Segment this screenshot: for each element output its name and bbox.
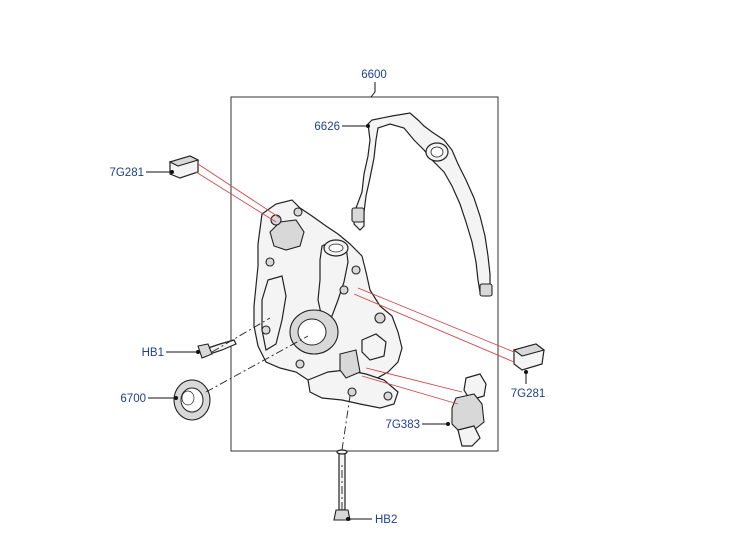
leader-dot-plug-right [524, 370, 528, 374]
callout-gasket-6626[interactable]: 6626 [314, 121, 340, 133]
center-line-seal [205, 335, 309, 393]
leader-dot-bolt-hb2 [346, 517, 350, 521]
leader-dot-gasket [366, 124, 370, 128]
solenoid-7g383-part [451, 373, 487, 447]
ref-line-solenoid-b [361, 375, 459, 405]
oil-pump-housing [253, 199, 403, 409]
center-line-bolt-hb2 [341, 395, 351, 451]
callout-plug-7g281-top[interactable]: 7G281 [109, 167, 144, 179]
plug-7g281-right [512, 343, 546, 371]
plug-7g281-top [168, 155, 200, 179]
leader-dot-plug-top [170, 170, 174, 174]
leader-dot-bolt-hb1 [196, 350, 200, 354]
callout-bolt-hb2[interactable]: HB2 [375, 514, 397, 526]
leader-dot-seal [174, 396, 178, 400]
callout-solenoid-7g383[interactable]: 7G383 [385, 419, 420, 431]
callout-plug-7g281-right[interactable]: 7G281 [511, 388, 546, 400]
assembly-frame [230, 96, 499, 452]
callout-bolt-hb1[interactable]: HB1 [142, 347, 164, 359]
ref-line-plug-right-b [353, 293, 515, 363]
leader-assembly [370, 82, 376, 98]
ref-line-plug-top-a [195, 171, 277, 223]
ref-line-plug-right-a [357, 287, 515, 353]
seal-6700-part [173, 379, 211, 421]
callout-assembly-6600[interactable]: 6600 [361, 69, 387, 81]
gasket-part [351, 112, 493, 297]
ref-line-plug-top-b [197, 163, 281, 219]
callout-seal-6700[interactable]: 6700 [120, 393, 146, 405]
leader-dot-solenoid [446, 422, 450, 426]
center-line-bolt-hb1 [211, 317, 271, 353]
ref-line-solenoid-a [365, 367, 463, 393]
